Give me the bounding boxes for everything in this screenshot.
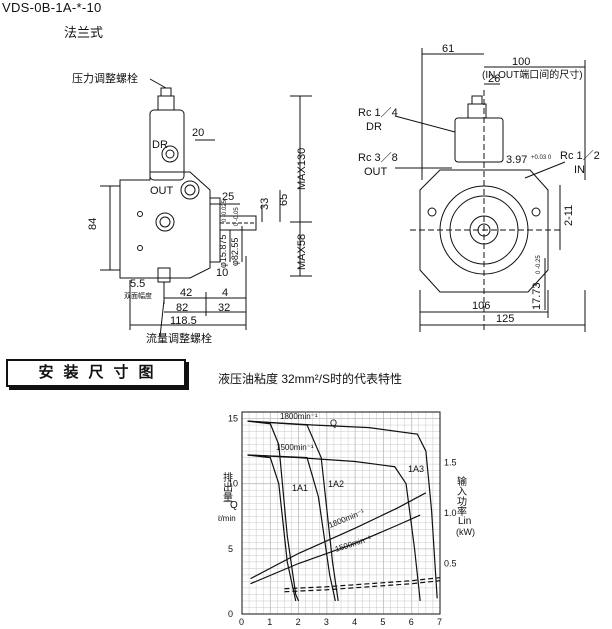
dim-17-73: 17.73 [531, 282, 543, 310]
series-line [247, 420, 438, 599]
series-line [250, 492, 427, 580]
dr-port-label: DR [152, 139, 168, 151]
dim-26: 26 [488, 73, 500, 85]
series-line [284, 580, 441, 593]
rc14-label: Rc 1／4 [358, 106, 398, 119]
dim-10: 10 [216, 267, 228, 279]
y-right-label: 输入功率 [455, 475, 467, 517]
x-tick-label: 0 [239, 617, 244, 627]
dim-2-11: 2-11 [563, 205, 575, 226]
dim-125: 125 [496, 313, 514, 325]
x-tick-label: 3 [324, 617, 329, 627]
y-left-tick-label: 10 [228, 479, 238, 489]
dim-106: 106 [472, 300, 490, 312]
chart-lines [247, 420, 441, 602]
y-left-tick-label: 0 [228, 609, 233, 619]
chart-border [241, 411, 441, 615]
front-valve [454, 117, 504, 163]
dim-3-97: 3.97 [506, 154, 527, 166]
dim-shaft: φ15.875 [218, 235, 228, 268]
series-line [247, 420, 300, 602]
dim-pilot: φ82.55 [230, 238, 240, 266]
dim-100-note: (IN,OUT端口间的尺寸) [482, 68, 583, 81]
label-1a1: 1A1 [292, 483, 308, 493]
label-1800: 1800min⁻¹ [280, 412, 318, 421]
pump-body [119, 171, 211, 279]
chart-caption: 液压油粘度 32mm²/S时的代表特性 [218, 372, 403, 386]
series-line [250, 514, 421, 585]
dim-33: 33 [259, 198, 271, 210]
series-line [247, 454, 336, 602]
y-right-tick-label: 1.0 [444, 508, 457, 518]
rc12-label: Rc 1／2 [560, 149, 600, 162]
y-left-tick-label: 15 [228, 414, 238, 424]
rc14-name: DR [366, 121, 382, 133]
front-flange [419, 169, 549, 293]
mount-type: 法兰式 [64, 25, 104, 40]
pressure-screw-label: 压力调整螺栓 [72, 71, 138, 85]
label-1500: 1500min⁻¹ [276, 443, 314, 452]
rc12-name: IN [574, 164, 585, 176]
dim-5-5: 5.5 [130, 278, 145, 290]
series-line [247, 420, 339, 602]
x-tick-label: 7 [437, 617, 442, 627]
x-tick-label: 1 [267, 617, 272, 627]
y-right-unit: (kW) [456, 527, 475, 537]
dim-shaft-tol: 0 -0.025 [222, 199, 228, 222]
y-left-label: 排出量 [221, 471, 233, 502]
x-tick-label: 6 [409, 617, 414, 627]
y-right-tick-label: 1.5 [444, 458, 457, 468]
chart-frame [241, 411, 441, 615]
model-title: VDS-0B-1A-*-10 [2, 0, 102, 15]
rc38-label: Rc 3／8 [358, 151, 398, 164]
series-line [284, 577, 441, 590]
characteristic-chart: 01234567(10.2){20.4}(30.6){40.8}(51.0){6… [217, 411, 475, 627]
y-right-symbol: Lin [458, 516, 471, 527]
y-left-tick-label: 5 [228, 544, 233, 554]
y-left-symbol: Q [230, 500, 238, 511]
chart-ticks: 01234567(10.2){20.4}(30.6){40.8}(51.0){6… [228, 414, 457, 627]
rc38-name: OUT [364, 166, 388, 178]
dim-20: 20 [192, 127, 204, 139]
y-right-tick-label: 0.5 [444, 559, 457, 569]
double-flat-label: 双面幅度 [124, 291, 152, 300]
dim-32: 32 [218, 302, 230, 314]
flow-screw-label: 流量调整螺栓 [146, 331, 212, 345]
dim-61: 61 [442, 43, 454, 55]
dim-65: 65 [278, 194, 290, 206]
out-port-label: OUT [150, 185, 174, 197]
dim-42: 42 [180, 287, 192, 299]
x-tick-label: 5 [380, 617, 385, 627]
dim-max130: MAX130 [296, 148, 308, 190]
pressure-screw [157, 95, 175, 111]
dim-118-5: 118.5 [170, 315, 197, 327]
dim-4: 4 [222, 287, 228, 299]
section-title: 安装尺寸图 [6, 359, 186, 387]
x-tick-label: 4 [352, 617, 357, 627]
dim-84: 84 [87, 218, 99, 230]
dimension-drawing: 压力调整螺栓 DR OUT 20 25 33 65 MAX130 MAX58 8… [72, 43, 600, 345]
y-left-unit: ℓ/min [217, 514, 236, 523]
label-1a3: 1A3 [408, 464, 424, 474]
dim-3-97-tol: +0.03 0 [531, 155, 552, 161]
label-1500-power: 1500min⁻¹ [334, 534, 373, 554]
dim-pilot-tol: 0 -0.05 [234, 207, 240, 226]
dim-17-73-tol: 0 -0.25 [536, 255, 542, 274]
dim-82: 82 [176, 302, 188, 314]
label-q: Q [330, 418, 337, 428]
label-1800-power: 1800min⁻¹ [327, 507, 366, 530]
flow-screw [157, 267, 171, 283]
dim-25: 25 [222, 191, 234, 203]
x-tick-label: 2 [296, 617, 301, 627]
dim-100: 100 [512, 56, 530, 68]
dim-max58: MAX58 [296, 234, 308, 270]
valve-body [149, 109, 185, 181]
label-1a2: 1A2 [328, 479, 344, 489]
series-line [247, 454, 297, 602]
